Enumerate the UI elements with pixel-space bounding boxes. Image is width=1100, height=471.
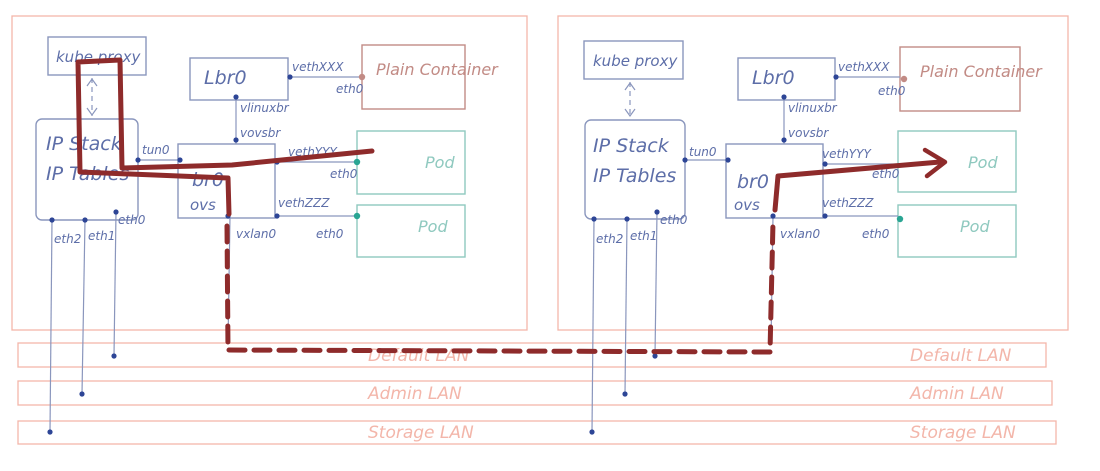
host-2-vlinuxbr-label: vlinuxbr — [788, 101, 838, 115]
host-2-arrowheads — [624, 81, 636, 118]
host-2-br0-label: br0 — [737, 171, 769, 193]
host-1-eth0-label: eth0 — [118, 213, 146, 227]
storage-lan-band — [17, 420, 1057, 445]
host-2-solid-path — [772, 159, 943, 213]
host-2: kube proxy IP Stack IP Tables Lbr0 br0 o… — [557, 15, 1069, 435]
lan-labels: Default LAN Admin LAN Storage LAN Defaul… — [367, 346, 1016, 443]
host-1-vlinuxbr-label: vlinuxbr — [240, 101, 290, 115]
host-2-pod-a-box — [897, 130, 1017, 193]
host-2-pod-b-label: Pod — [960, 217, 990, 236]
traffic-path — [75, 57, 948, 355]
host-1-vethzzz-label: vethZZZ — [278, 196, 330, 210]
host-2-lbr0-label: Lbr0 — [752, 67, 795, 89]
host-2-vethzzz-label: vethZZZ — [822, 196, 874, 210]
host-2-pod-b-box — [897, 204, 1017, 258]
host-2-eth1-label: eth1 — [630, 229, 657, 243]
host-1-pod-b-box — [356, 204, 466, 258]
host-2-eth1-line — [624, 218, 628, 395]
host-2-eth2-line — [591, 218, 595, 433]
host-1-kube-proxy-box — [47, 36, 147, 76]
host-1-plain-label: Plain Container — [376, 60, 499, 79]
admin-lan-band — [17, 380, 1053, 406]
host-2-vovsbr-label: vovsbr — [788, 126, 829, 140]
host-2-vethxxx-label: vethXXX — [838, 60, 890, 74]
lan-bands — [17, 342, 1057, 445]
host-2-ip-stack-box — [584, 119, 686, 220]
host-1-arrowheads — [86, 77, 98, 117]
host-1-pod-a-eth0-label: eth0 — [330, 167, 358, 181]
host-1-lbr0-label: Lbr0 — [204, 67, 247, 89]
host-2-eth0-line — [654, 211, 658, 357]
host-2-plain-container-box — [899, 46, 1021, 112]
host-2-ip-stack-label: IP Stack — [593, 135, 670, 157]
default-lan-band — [17, 342, 1047, 368]
host-1-border — [11, 15, 528, 331]
host-1-pod-a-label: Pod — [425, 153, 455, 172]
host-2-eth0-label: eth0 — [660, 213, 688, 227]
host-2-ovs-label: ovs — [734, 196, 760, 214]
vxlan-tunnel-path — [224, 219, 776, 355]
host-2-vxlan0-label: vxlan0 — [780, 227, 820, 241]
storage-lan-label-right: Storage LAN — [910, 423, 1016, 443]
host-1-pod-b-label: Pod — [418, 217, 448, 236]
host-2-plain-label: Plain Container — [920, 62, 1043, 81]
host-1-plain-eth0-label: eth0 — [336, 82, 364, 96]
host-2-pod-a-label: Pod — [968, 153, 998, 172]
admin-lan-label-right: Admin LAN — [909, 384, 1004, 404]
host-2-eth2-label: eth2 — [596, 232, 623, 246]
host-2-plain-eth0-label: eth0 — [878, 84, 906, 98]
default-lan-label-right: Default LAN — [910, 346, 1012, 366]
host-2-tun0-label: tun0 — [689, 145, 717, 159]
host-2-kube-proxy-box — [583, 40, 684, 80]
admin-lan-label-left: Admin LAN — [367, 384, 462, 404]
host-1-vethxxx-label: vethXXX — [292, 60, 344, 74]
host-1-tun0-label: tun0 — [142, 143, 170, 157]
host-1-pod-b-eth0-label: eth0 — [316, 227, 344, 241]
host-1-eth1-label: eth1 — [88, 229, 115, 243]
host-1: kube proxy IP Stack IP Tables Lbr0 br0 o… — [11, 15, 528, 435]
storage-lan-label-left: Storage LAN — [368, 423, 474, 443]
host-1-eth2-label: eth2 — [54, 232, 81, 246]
host-1-eth2-line — [49, 219, 53, 433]
host-1-eth0-line — [113, 211, 117, 357]
host-1-solid-path — [75, 57, 375, 217]
host-2-border — [557, 15, 1069, 331]
host-1-ovs-label: ovs — [190, 196, 216, 214]
host-1-vovsbr-label: vovsbr — [240, 126, 281, 140]
host-2-pod-a-eth0-label: eth0 — [872, 167, 900, 181]
host-1-vxlan0-label: vxlan0 — [236, 227, 276, 241]
host-2-arrowhead — [922, 147, 948, 179]
host-1-eth1-line — [81, 219, 86, 395]
host-1-lbr0-box — [189, 57, 289, 101]
host-2-ip-tables-label: IP Tables — [593, 165, 676, 187]
host-2-kube-proxy-label: kube proxy — [593, 52, 678, 70]
host-2-pod-b-eth0-label: eth0 — [862, 227, 890, 241]
host-2-vethyyy-label: vethYYY — [822, 147, 872, 161]
host-1-ip-stack-label: IP Stack — [46, 133, 123, 155]
